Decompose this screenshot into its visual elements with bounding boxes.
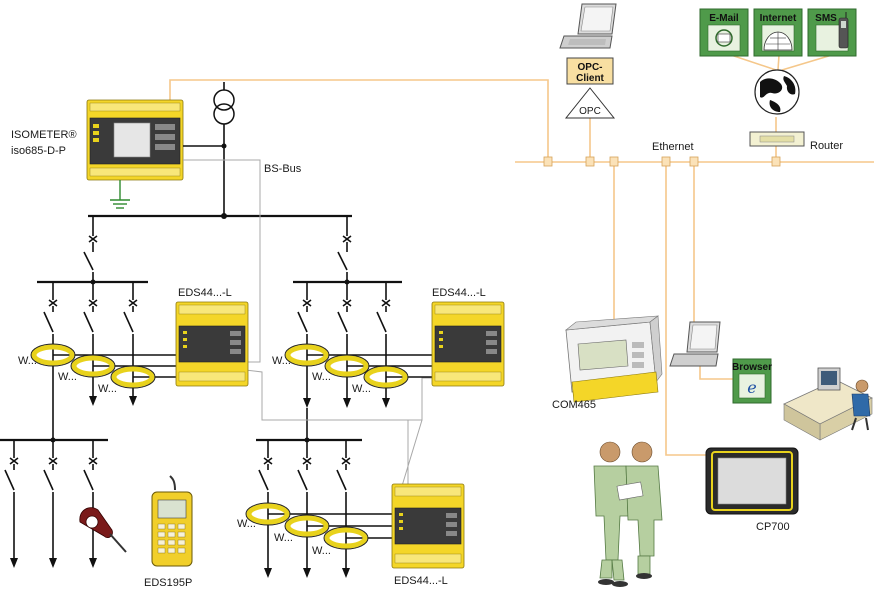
w-label-6: W...: [352, 383, 371, 395]
technicians-icon: [593, 441, 663, 587]
globe-icon: [754, 69, 800, 115]
eds195p-device: [151, 491, 193, 567]
bs-bus-label: BS-Bus: [264, 163, 302, 175]
router-icon: [749, 131, 805, 147]
eds195p-label: EDS195P: [144, 577, 192, 589]
eds44-device-bottom: [391, 483, 465, 569]
w-label-5: W...: [312, 371, 331, 383]
opc-label: OPC: [579, 106, 601, 117]
browser-icon: e: [738, 373, 766, 399]
ct-bottom-group: [245, 502, 394, 550]
ground-icon: [110, 180, 130, 209]
w-label-4: W...: [272, 355, 291, 367]
opc-client-label-2: Client: [576, 73, 604, 84]
isometer-terminals-bottom: [89, 167, 181, 177]
browser-box: Browser e: [732, 358, 772, 404]
email-icon: [707, 24, 741, 52]
eds44-device-top-right: [431, 301, 505, 387]
com465-device: [565, 315, 663, 403]
opc-triangle: [564, 87, 616, 119]
ethernet-network: [169, 54, 874, 456]
cp700-label: CP700: [756, 521, 790, 533]
router-label: Router: [810, 140, 843, 152]
sms-phone-icon: [815, 12, 849, 52]
eds44-label-top-right: EDS44...-L: [432, 287, 486, 299]
isometer-terminals-top: [89, 102, 181, 112]
opc-client-label-1: OPC-: [578, 62, 603, 73]
cp700-device: [705, 447, 799, 515]
w-label-3: W...: [98, 383, 117, 395]
isometer-label-1: ISOMETER®: [11, 129, 77, 141]
opc-client-box: [566, 57, 614, 85]
isometer-label-2: iso685-D-P: [11, 145, 66, 157]
power-network: [0, 124, 402, 578]
browser-laptop-icon: [669, 321, 721, 367]
w-label-7: W...: [237, 518, 256, 530]
email-label: E-Mail: [709, 13, 739, 24]
ct-right-group: [284, 343, 434, 389]
browser-label: Browser: [732, 362, 772, 373]
ct-left-group: [30, 343, 178, 389]
workstation-icon: [783, 367, 873, 441]
internet-box: Internet: [753, 8, 803, 57]
clamp-meter-icon: [79, 475, 176, 553]
svg-text:e: e: [747, 378, 756, 397]
isometer-device: [86, 99, 184, 181]
eds44-label-bottom: EDS44...-L: [394, 575, 448, 587]
com465-label: COM465: [552, 399, 596, 411]
w-label-1: W...: [18, 355, 37, 367]
transformer-icon: [213, 82, 235, 125]
email-box: E-Mail: [699, 8, 749, 57]
w-label-8: W...: [274, 532, 293, 544]
sms-label: SMS: [815, 13, 837, 24]
laptop-icon: [559, 3, 617, 49]
sms-box: SMS: [807, 8, 857, 57]
internet-label: Internet: [760, 13, 797, 24]
internet-icon: [761, 24, 795, 52]
ethernet-label: Ethernet: [652, 141, 694, 153]
w-label-9: W...: [312, 545, 331, 557]
eds44-label-top-left: EDS44...-L: [178, 287, 232, 299]
w-label-2: W...: [58, 371, 77, 383]
eds44-device-top-left: [175, 301, 249, 387]
